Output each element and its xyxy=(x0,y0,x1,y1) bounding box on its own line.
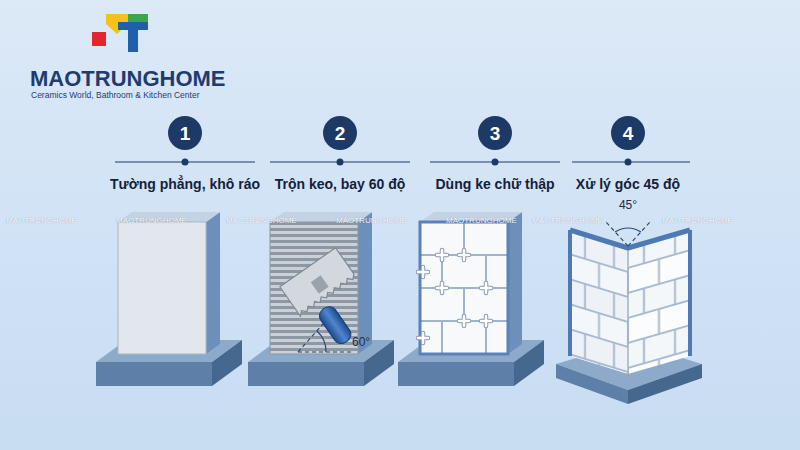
watermark: MAOTRUNGHOME xyxy=(336,216,407,225)
step-circle: 3Dùng ke chữ thập xyxy=(478,116,512,150)
wall-edge xyxy=(118,212,220,354)
step-dot xyxy=(337,159,344,166)
adhesive-wall xyxy=(248,212,394,386)
trowel-blade xyxy=(280,248,356,316)
step-title: Trộn keo, bay 60 độ xyxy=(275,176,406,192)
angle-label: 60° xyxy=(352,336,370,350)
wall-edge xyxy=(270,212,372,354)
tiled-corner xyxy=(556,222,702,404)
tiled-wall xyxy=(398,212,544,386)
corner-right-face xyxy=(628,230,690,374)
step-number: 1 xyxy=(180,124,191,143)
tile-spacer xyxy=(459,316,469,326)
watermark: MAOTRUNGHOME xyxy=(662,216,733,225)
logo-green xyxy=(128,14,148,22)
flat-wall xyxy=(96,212,242,386)
angle-line xyxy=(628,222,650,246)
wall-edge xyxy=(420,212,522,354)
tile-face xyxy=(420,222,508,354)
step-title: Xử lý góc 45 độ xyxy=(576,176,680,192)
wall-face xyxy=(118,222,206,354)
trowel-handle xyxy=(316,304,354,347)
corner-edge xyxy=(627,248,629,374)
step-title: Dùng ke chữ thập xyxy=(435,176,554,192)
step-title: Tường phẳng, khô ráo xyxy=(110,176,260,192)
step-dot xyxy=(182,159,189,166)
step-circle: 1Tường phẳng, khô ráo xyxy=(168,116,202,150)
step-circle: 4Xử lý góc 45 độ xyxy=(611,116,645,150)
step-dots xyxy=(182,159,632,166)
notched-trowel xyxy=(280,248,356,316)
tile-spacer xyxy=(418,333,428,343)
logo-name: MAOTRUNGHOME xyxy=(30,66,226,91)
step-number: 4 xyxy=(623,124,634,143)
trowel-stem xyxy=(311,275,329,293)
logo-icon xyxy=(92,14,148,52)
handle-grip xyxy=(316,304,354,347)
angle-arc xyxy=(615,228,641,232)
tile-spacer xyxy=(418,267,428,277)
watermark: MAOTRUNGHOME xyxy=(116,216,187,225)
step-dot xyxy=(492,159,499,166)
watermark: MAOTRUNGHOME xyxy=(6,216,77,225)
step-circle: 2Trộn keo, bay 60 độ xyxy=(323,116,357,150)
watermark: MAOTRUNGHOME xyxy=(446,216,517,225)
watermark: MAOTRUNGHOME xyxy=(226,216,297,225)
tile-spacer xyxy=(437,250,447,260)
watermark: MAOTRUNGHOME xyxy=(532,216,603,225)
step-number: 3 xyxy=(490,124,501,143)
logo-red xyxy=(92,32,106,46)
angle-line xyxy=(606,222,628,246)
tile-spacer xyxy=(459,250,469,260)
logo-blue-bar xyxy=(118,22,148,30)
tile-spacer xyxy=(481,316,491,326)
logo-blue-stem xyxy=(128,30,138,52)
corner-top-trim xyxy=(570,230,690,248)
angle-base-line xyxy=(298,351,352,352)
step-number: 2 xyxy=(335,124,346,143)
corner-side-trim xyxy=(568,230,572,356)
tile-spacer xyxy=(437,283,447,293)
angle-label: 45° xyxy=(619,199,637,213)
grooved-adhesive xyxy=(270,222,358,354)
tile-spacer xyxy=(481,283,491,293)
corner-left-face xyxy=(570,230,628,374)
logo-tagline: Ceramics World, Bathroom & Kitchen Cente… xyxy=(31,91,200,101)
corner-side-trim xyxy=(688,230,692,356)
angle-arc xyxy=(317,331,326,352)
step-dot xyxy=(625,159,632,166)
step-rules xyxy=(115,161,690,162)
